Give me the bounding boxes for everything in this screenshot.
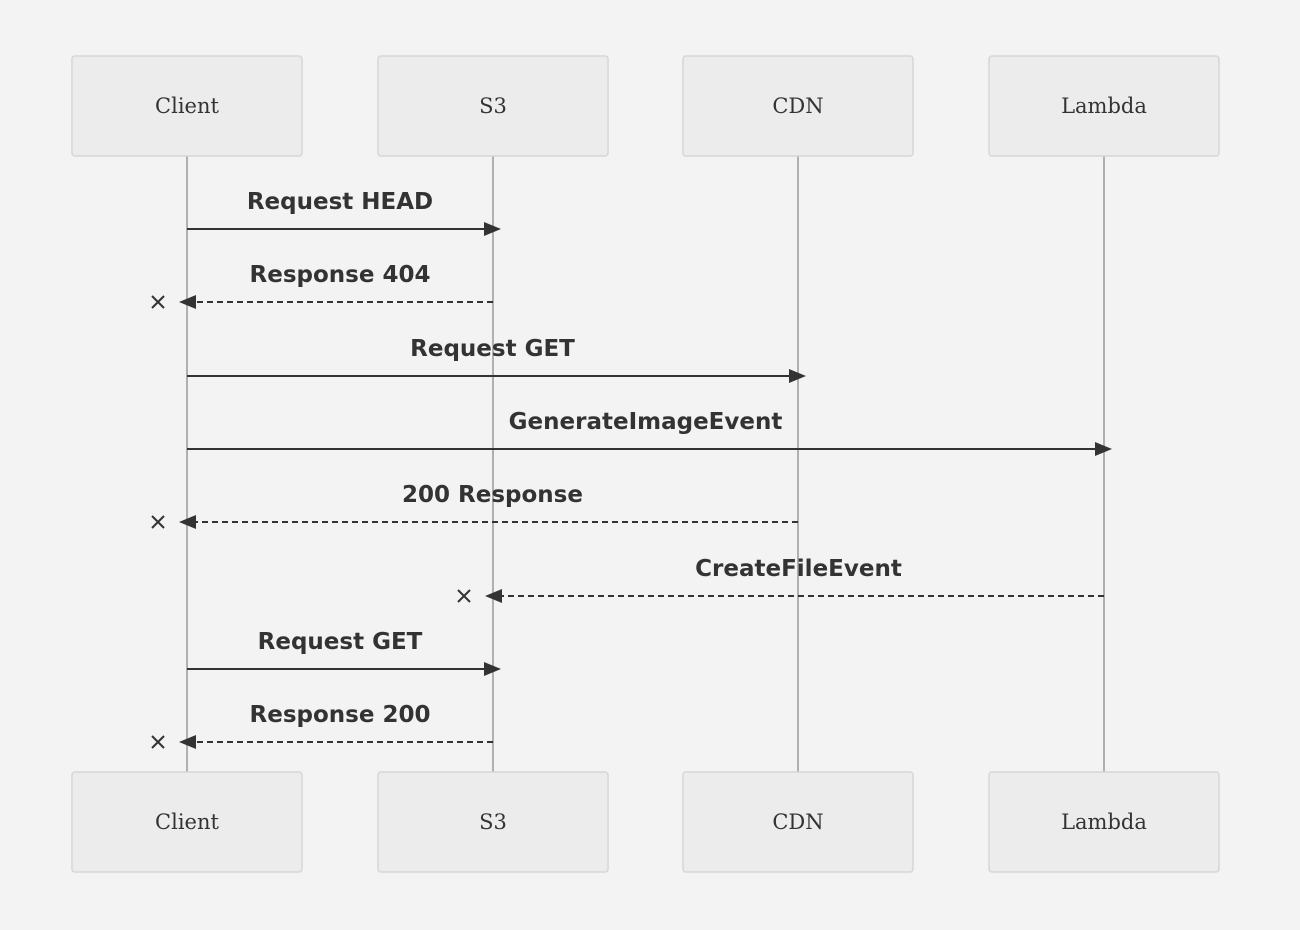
cross-marker (151, 515, 165, 529)
actor-label: Client (155, 94, 219, 118)
actor-cdn-bottom: CDN (682, 771, 914, 873)
actor-box (988, 771, 1220, 873)
actor-box (988, 55, 1220, 157)
actor-label: S3 (479, 94, 507, 118)
message-label: 200 Response (402, 482, 583, 508)
message-5: 200 Response (151, 482, 798, 529)
actors-top: Client S3 CDN Lambda (71, 55, 1220, 157)
actor-box (377, 771, 609, 873)
actor-label: S3 (479, 810, 507, 834)
message-label: Response 200 (250, 702, 431, 728)
message-4: GenerateImageEvent (187, 409, 1112, 456)
actor-box (71, 771, 303, 873)
actor-client-top: Client (71, 55, 303, 157)
arrowhead (485, 589, 502, 603)
message-1: Request HEAD (187, 189, 501, 236)
arrowhead (484, 662, 501, 676)
cross-marker (151, 295, 165, 309)
message-label: Request HEAD (247, 189, 433, 215)
actor-cdn-top: CDN (682, 55, 914, 157)
actor-s3-top: S3 (377, 55, 609, 157)
arrowhead (179, 295, 196, 309)
actor-label: CDN (772, 810, 823, 834)
message-label: Response 404 (250, 262, 431, 288)
actor-box (377, 55, 609, 157)
message-label: GenerateImageEvent (509, 409, 783, 435)
arrowhead (1095, 442, 1112, 456)
cross-marker (457, 589, 471, 603)
actor-box (71, 55, 303, 157)
message-label: Request GET (410, 336, 575, 362)
actor-box (682, 55, 914, 157)
arrowhead (179, 515, 196, 529)
message-2: Response 404 (151, 262, 493, 309)
message-7: Request GET (187, 629, 501, 676)
arrowhead (179, 735, 196, 749)
actor-lambda-top: Lambda (988, 55, 1220, 157)
actor-box (682, 771, 914, 873)
actor-label: Lambda (1061, 810, 1147, 834)
lifelines (186, 156, 1105, 772)
actors-bottom: Client S3 CDN Lambda (71, 771, 1220, 873)
message-3: Request GET (187, 336, 806, 383)
actor-client-bottom: Client (71, 771, 303, 873)
message-label: CreateFileEvent (695, 556, 902, 582)
message-6: CreateFileEvent (457, 556, 1104, 603)
actor-lambda-bottom: Lambda (988, 771, 1220, 873)
actor-label: CDN (772, 94, 823, 118)
cross-marker (151, 735, 165, 749)
message-label: Request GET (258, 629, 423, 655)
message-8: Response 200 (151, 702, 493, 749)
actor-label: Client (155, 810, 219, 834)
arrowhead (789, 369, 806, 383)
arrowhead (484, 222, 501, 236)
actor-s3-bottom: S3 (377, 771, 609, 873)
actor-label: Lambda (1061, 94, 1147, 118)
